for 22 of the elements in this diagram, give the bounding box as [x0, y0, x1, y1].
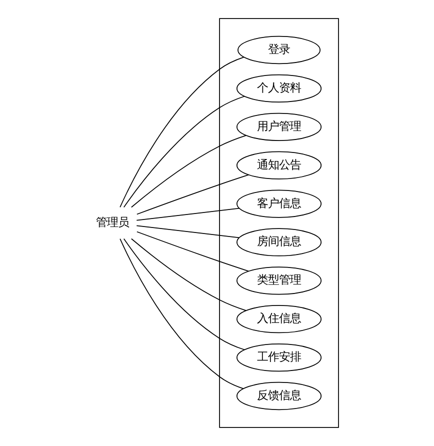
connector	[136, 225, 240, 238]
connector	[120, 238, 244, 390]
connector	[120, 56, 244, 208]
node-ellipse: 入住信息	[236, 305, 322, 334]
connector	[130, 135, 247, 208]
node-ellipse: 类型管理	[236, 266, 322, 295]
connector	[136, 208, 240, 221]
node-ellipse: 房间信息	[236, 228, 322, 256]
connector	[130, 238, 247, 311]
node-ellipse: 客户信息	[236, 190, 322, 218]
node-ellipse: 反馈信息	[236, 382, 322, 410]
connector	[136, 231, 250, 272]
node-ellipse: 登录	[238, 36, 321, 64]
node-text: 管理员	[96, 214, 130, 229]
node-ellipse: 用户管理	[236, 112, 322, 141]
connector	[123, 238, 246, 350]
node-ellipse: 通知公告	[236, 151, 322, 180]
node-ellipse: 个人资料	[236, 74, 322, 103]
node-ellipse: 工作安排	[236, 343, 322, 372]
connector	[123, 96, 246, 208]
connector	[136, 174, 250, 215]
cluster	[219, 18, 339, 428]
